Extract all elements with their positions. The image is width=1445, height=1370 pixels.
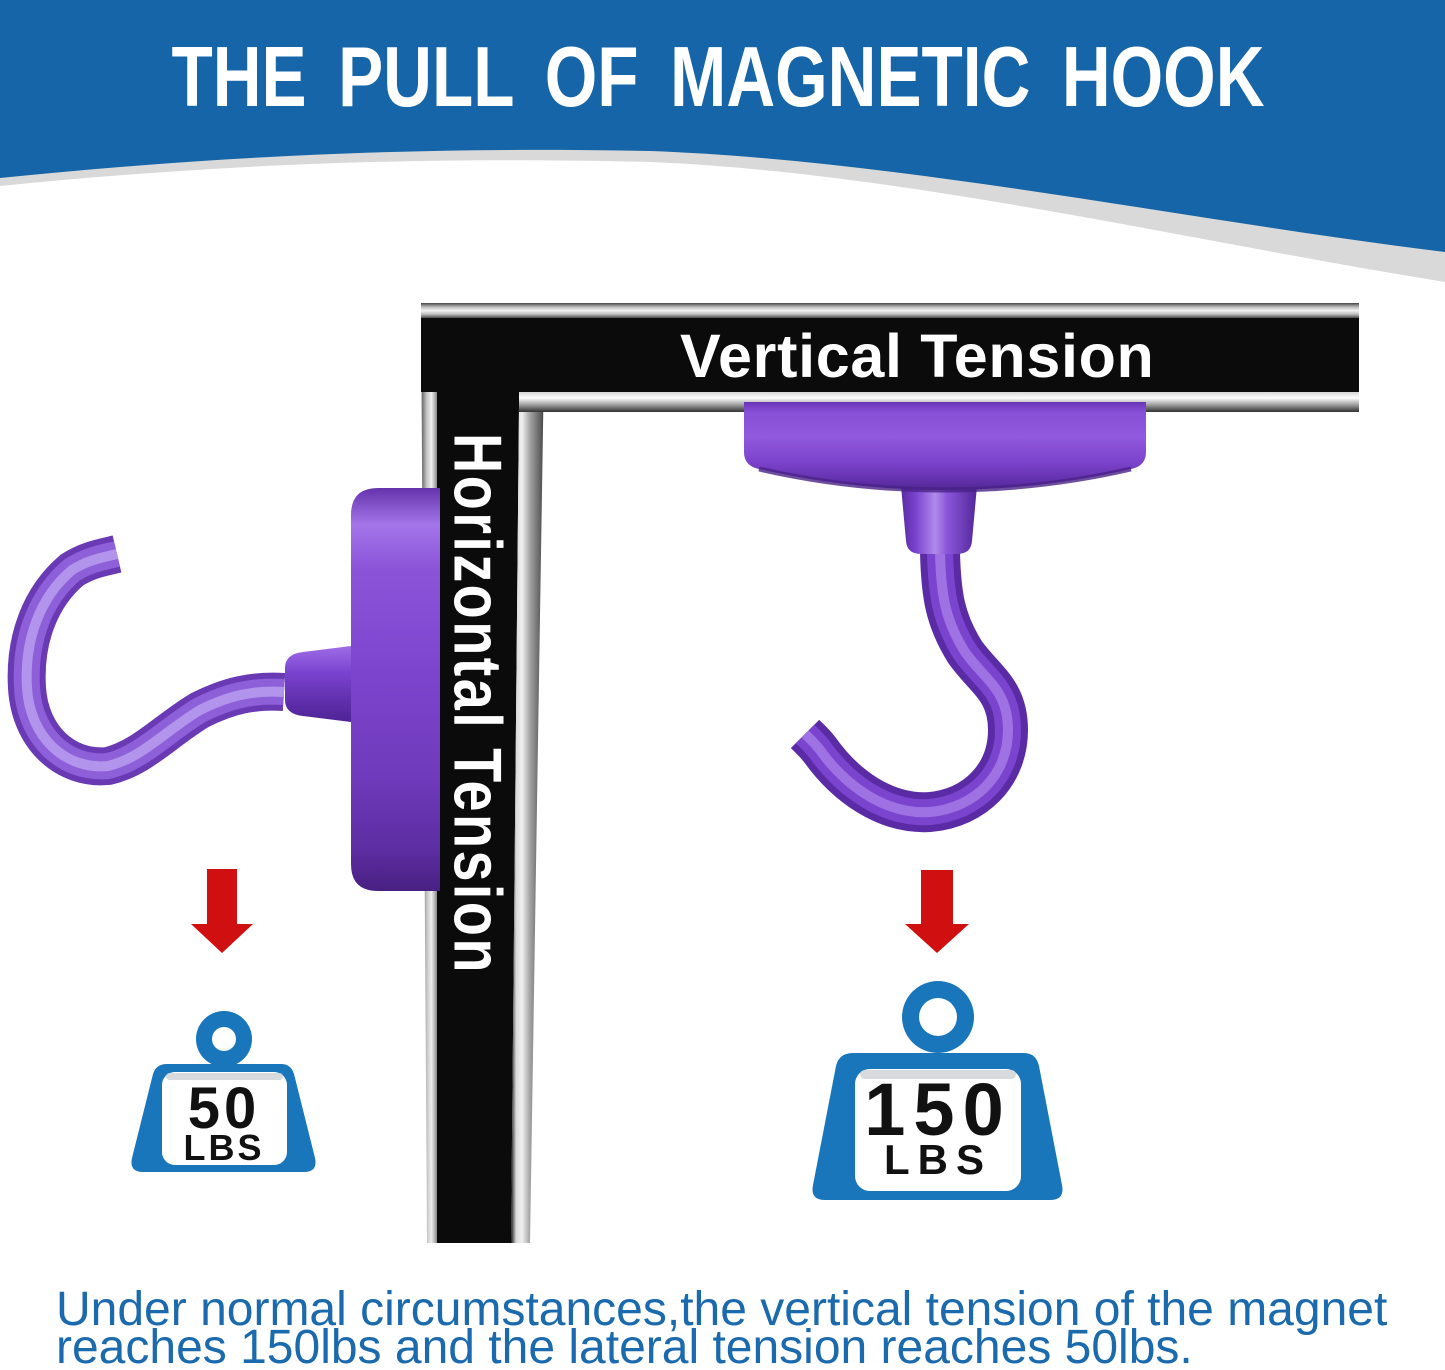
svg-text:150: 150	[864, 1068, 1011, 1151]
svg-text:50: 50	[188, 1076, 261, 1141]
svg-text:Under normal circumstances,the: Under normal circumstances,the vertical …	[56, 1283, 1387, 1336]
svg-text:LBS: LBS	[184, 1127, 265, 1168]
svg-text:reaches 150lbs and the lateral: reaches 150lbs and the lateral tension r…	[56, 1321, 1193, 1370]
svg-text:THE PULL OF MAGNETIC HOOK: THE PULL OF MAGNETIC HOOK	[171, 30, 1264, 125]
svg-text:Horizontal Tension: Horizontal Tension	[439, 433, 514, 975]
svg-text:Vertical Tension: Vertical Tension	[680, 322, 1155, 390]
svg-text:LBS: LBS	[884, 1136, 992, 1183]
